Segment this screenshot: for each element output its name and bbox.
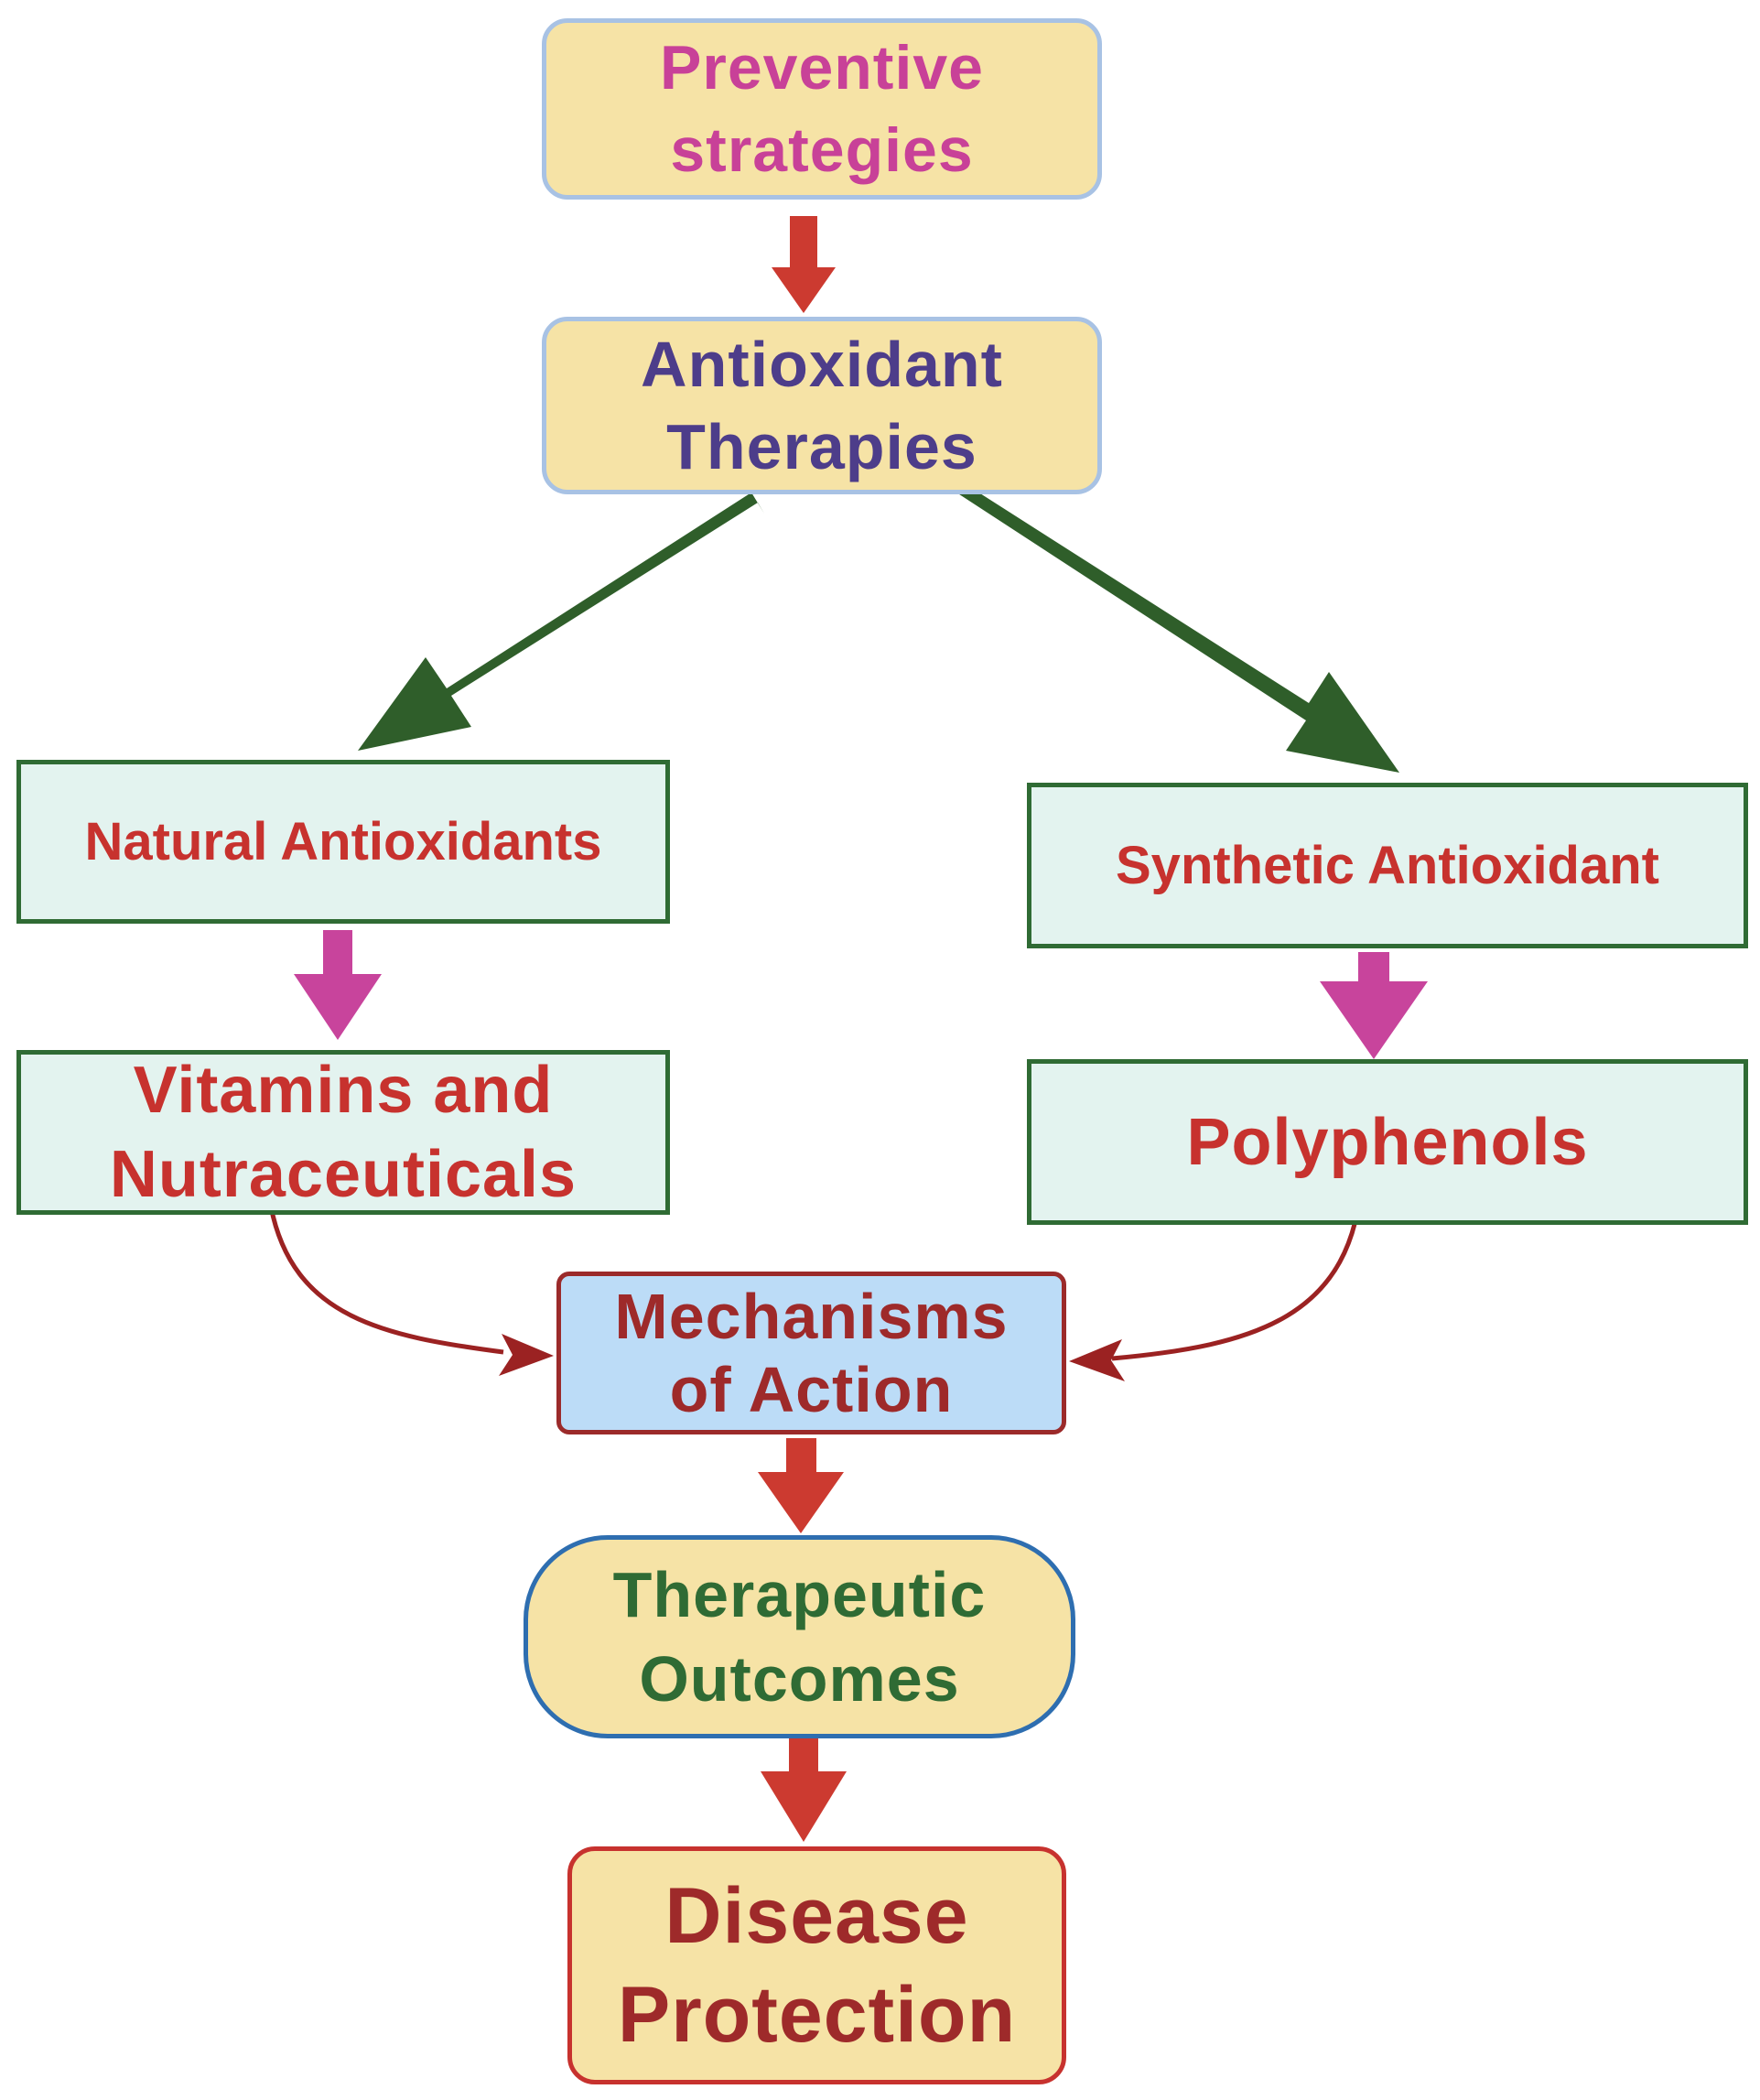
arrow-therapeutic-to-disease [761,1738,847,1842]
node-label-line1: Preventive [660,33,984,103]
node-label: Polyphenols [1186,1105,1589,1179]
node-antioxidant-therapies: Antioxidant Therapies [542,317,1102,494]
node-polyphenols: Polyphenols [1027,1059,1748,1225]
node-natural-antioxidants: Natural Antioxidants [16,760,670,924]
node-therapeutic-outcomes: Therapeutic Outcomes [524,1535,1075,1738]
arrow-mechanisms-to-therapeutic [758,1438,844,1533]
arrow-vitamins-to-mechanisms-head [499,1334,554,1376]
node-label-line1: Mechanisms [614,1281,1009,1352]
node-preventive-strategies: Preventive strategies [542,18,1102,200]
node-mechanisms-of-action: Mechanisms of Action [556,1272,1066,1434]
arrow-vitamins-to-mechanisms-curve [268,1206,504,1355]
node-label-line1: Vitamins and [133,1054,554,1127]
node-label-line2: Nutraceuticals [109,1138,578,1211]
node-label-line1: Disease [664,1872,969,1960]
arrow-polyphenols-to-mechanisms-curve [1111,1174,1365,1361]
node-label-line1: Therapeutic [612,1559,987,1630]
arrow-natural-to-vitamins [294,930,382,1040]
arrow-antioxidant-to-natural [358,493,764,751]
arrow-polyphenols-to-mechanisms-head [1069,1339,1125,1381]
arrow-preventive-to-antioxidant [772,216,836,313]
node-label: Synthetic Antioxidant [1116,836,1659,895]
node-label-line1: Antioxidant [641,329,1003,400]
arrow-antioxidant-to-synthetic [947,481,1399,773]
node-vitamins-and-nutraceuticals: Vitamins and Nutraceuticals [16,1050,670,1215]
node-label: Natural Antioxidants [84,812,602,871]
node-label-line2: Therapies [666,411,977,482]
node-label-line2: strategies [670,115,974,185]
node-label-line2: Protection [617,1971,1017,2059]
node-disease-protection: Disease Protection [567,1846,1066,2084]
arrow-synthetic-to-polyphenols [1320,952,1428,1059]
node-label-line2: of Action [669,1354,954,1425]
node-label-line2: Outcomes [639,1643,960,1715]
node-synthetic-antioxidant: Synthetic Antioxidant [1027,783,1748,948]
